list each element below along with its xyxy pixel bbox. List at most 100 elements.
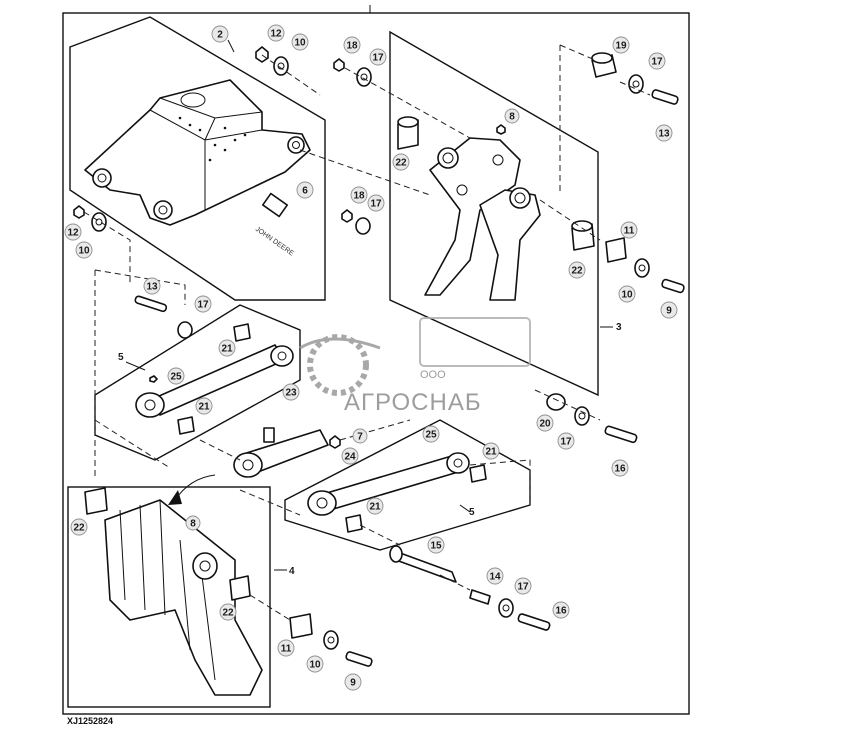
callout: 14 — [486, 567, 504, 585]
svg-text:17: 17 — [197, 300, 209, 311]
callout: 23 — [282, 383, 300, 401]
svg-text:10: 10 — [621, 290, 633, 301]
callout: 21 — [366, 497, 384, 515]
callout: 25 — [422, 425, 440, 443]
svg-text:10: 10 — [294, 38, 306, 49]
svg-text:22: 22 — [395, 158, 407, 169]
callout: 10 — [75, 241, 93, 259]
svg-text:17: 17 — [372, 53, 384, 64]
callout: 16 — [552, 601, 570, 619]
callout: 12 — [64, 223, 82, 241]
svg-text:21: 21 — [221, 344, 233, 355]
svg-text:9: 9 — [350, 678, 356, 689]
callout: 21 — [482, 442, 500, 460]
svg-text:13: 13 — [658, 129, 670, 140]
callout-group: 2 12 10 18 17 19 17 8 13 22 6 18 17 12 1… — [64, 24, 678, 691]
svg-text:25: 25 — [170, 372, 182, 383]
fastener-set-top — [255, 46, 372, 87]
frame-weldment-panel: JOHN DEERE — [69, 16, 326, 301]
cylinder-assembly — [233, 427, 341, 478]
callout: 24 — [341, 447, 359, 465]
stabilizer-panel — [389, 30, 599, 397]
callout: 13 — [143, 277, 161, 295]
callout: 10 — [618, 285, 636, 303]
callout: 11 — [620, 221, 638, 239]
svg-text:17: 17 — [370, 199, 382, 210]
callout: 17 — [648, 52, 666, 70]
svg-text:8: 8 — [509, 112, 515, 123]
svg-text:13: 13 — [146, 282, 158, 293]
callout: 18 — [343, 36, 361, 54]
assembly-lines — [83, 44, 651, 621]
callout: 13 — [655, 124, 673, 142]
diagram-frame — [62, 12, 690, 715]
svg-text:17: 17 — [560, 437, 572, 448]
svg-text:25: 25 — [425, 430, 437, 441]
svg-text:21: 21 — [369, 502, 381, 513]
figure-id: XJ1252824 — [67, 716, 113, 726]
callout: 21 — [195, 397, 213, 415]
callout: 17 — [194, 295, 212, 313]
brand-marking: JOHN DEERE — [254, 226, 295, 258]
svg-text:16: 16 — [555, 606, 567, 617]
callout: 21 — [218, 339, 236, 357]
svg-text:21: 21 — [198, 402, 210, 413]
callout: 22 — [392, 153, 410, 171]
callout: 11 — [277, 639, 295, 657]
callout: 22 — [568, 261, 586, 279]
callout: 16 — [611, 459, 629, 477]
callout: 19 — [612, 36, 630, 54]
upper-link-panel — [94, 295, 301, 461]
svg-text:6: 6 — [302, 186, 308, 197]
callout: 6 — [296, 181, 314, 199]
callout: 9 — [344, 673, 362, 691]
svg-text:8: 8 — [190, 519, 196, 530]
svg-text:2: 2 — [217, 30, 223, 41]
svg-text:22: 22 — [73, 523, 85, 534]
svg-text:11: 11 — [624, 226, 635, 237]
callout: 17 — [514, 577, 532, 595]
svg-text:12: 12 — [270, 29, 282, 40]
callout: 17 — [369, 48, 387, 66]
callout: 22 — [70, 518, 88, 536]
svg-text:20: 20 — [539, 419, 551, 430]
tine-assembly-inset — [67, 474, 271, 708]
callout: 2 — [211, 25, 229, 43]
svg-text:22: 22 — [222, 608, 234, 619]
svg-text:16: 16 — [614, 464, 626, 475]
plain-labels: 3 5 5 4 — [118, 39, 622, 577]
bottom-hardware — [289, 613, 373, 667]
svg-text:24: 24 — [344, 452, 356, 463]
callout: 8 — [185, 515, 201, 531]
plain-label-5-lower: 5 — [469, 507, 475, 518]
callout: 8 — [504, 108, 520, 124]
callout: 15 — [427, 536, 445, 554]
callout: 20 — [536, 414, 554, 432]
callout: 17 — [367, 194, 385, 212]
svg-text:15: 15 — [430, 541, 442, 552]
svg-text:9: 9 — [666, 306, 672, 317]
callout: 9 — [660, 301, 678, 319]
svg-text:10: 10 — [78, 246, 90, 257]
svg-text:17: 17 — [517, 582, 529, 593]
svg-text:14: 14 — [489, 572, 501, 583]
callout: 25 — [167, 367, 185, 385]
svg-text:11: 11 — [281, 644, 292, 655]
watermark: ООО АГРОСНАБ — [299, 317, 531, 416]
svg-text:22: 22 — [571, 266, 583, 277]
svg-text:17: 17 — [651, 57, 663, 68]
callout: 12 — [267, 24, 285, 42]
callout: 10 — [306, 655, 324, 673]
svg-text:18: 18 — [353, 191, 365, 202]
callout: 10 — [291, 33, 309, 51]
callout: 18 — [350, 186, 368, 204]
svg-text:21: 21 — [485, 447, 497, 458]
callout: 22 — [219, 603, 237, 621]
svg-text:12: 12 — [67, 228, 79, 239]
callout: 17 — [557, 432, 575, 450]
watermark-prefix: ООО — [420, 369, 446, 381]
svg-text:23: 23 — [285, 388, 297, 399]
svg-text:7: 7 — [357, 432, 363, 443]
callout: 7 — [352, 428, 368, 444]
